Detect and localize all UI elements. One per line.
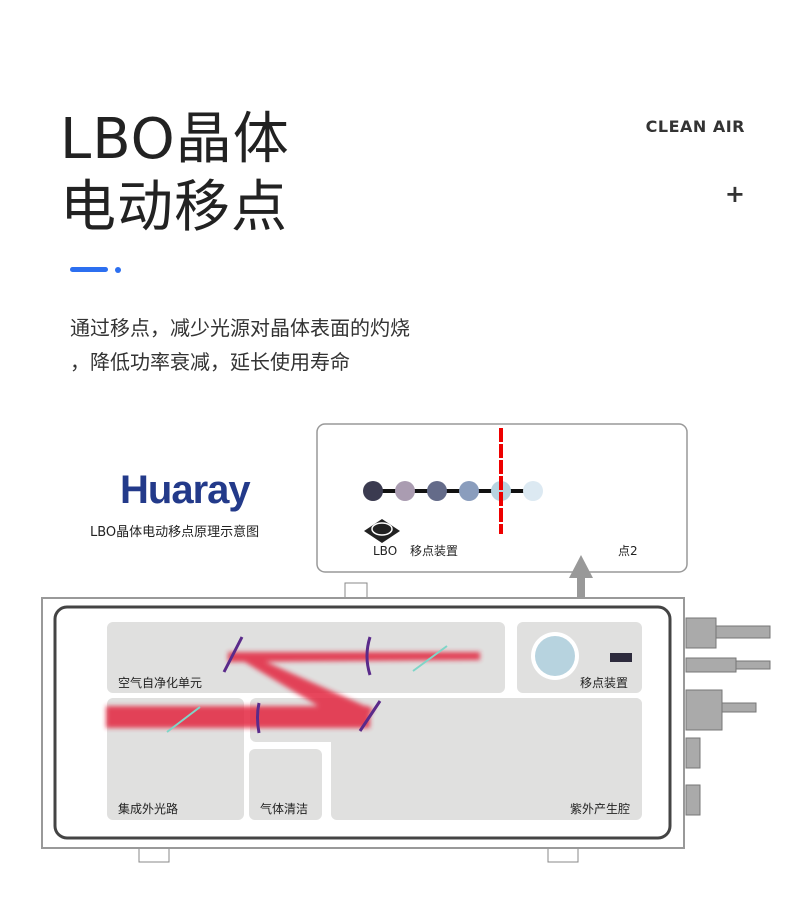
position-dot [459, 481, 479, 501]
description-line-1: 通过移点，减少光源对晶体表面的灼烧 [70, 316, 410, 340]
position-dot [427, 481, 447, 501]
arrow-up-icon [569, 555, 593, 632]
accent-bar [70, 267, 108, 272]
label-external-path: 集成外光路 [118, 801, 178, 816]
inset-device-label: 移点装置 [410, 544, 458, 558]
position-dot [395, 481, 415, 501]
position-dot [363, 481, 383, 501]
label-uv-cavity: 紫外产生腔 [570, 801, 630, 816]
plus-icon[interactable]: + [724, 180, 745, 208]
huaray-logo: Huaray [120, 468, 251, 512]
accent-dot [115, 267, 121, 273]
inset-lbo-label: LBO [373, 544, 397, 558]
lbo-logo-icon [364, 519, 400, 543]
inset-point-label: 点2 [618, 544, 638, 558]
device: 空气自净化单元 移点装置 集成外光路 气体清洁 紫外产生腔 [41, 582, 771, 863]
label-move-device: 移点装置 [580, 676, 628, 690]
inset-panel: LBO 移点装置 点2 [316, 423, 688, 632]
title-line-2: 电动移点 [60, 175, 288, 240]
position-dot [491, 481, 511, 501]
label-air-purify: 空气自净化单元 [118, 675, 202, 690]
label-gas-clean: 气体清洁 [260, 801, 308, 816]
title-line-1: LBO晶体 [60, 107, 290, 172]
description-line-2: ，降低功率衰减，延长使用寿命 [70, 350, 350, 374]
tag-label: CLEAN AIR [645, 117, 745, 136]
diagram-caption: LBO晶体电动移点原理示意图 [90, 525, 260, 540]
position-dot [523, 481, 543, 501]
